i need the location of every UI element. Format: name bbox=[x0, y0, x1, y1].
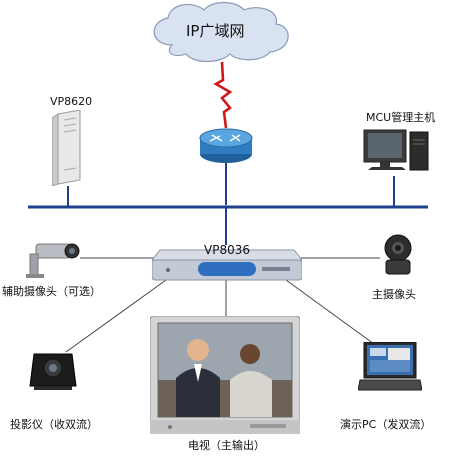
projector-label: 投影仪（收双流） bbox=[10, 418, 98, 431]
server-label: VP8620 bbox=[50, 95, 93, 108]
wan-link bbox=[213, 61, 233, 129]
mcu-computer-icon bbox=[362, 128, 432, 176]
router-icon bbox=[199, 128, 253, 163]
pc-label: 演示PC（发双流） bbox=[340, 418, 432, 431]
cloud-label: IP广域网 bbox=[186, 22, 245, 40]
main-camera-icon bbox=[380, 232, 416, 276]
mcu-label: MCU管理主机 bbox=[366, 111, 436, 124]
cloud-shape bbox=[153, 1, 289, 63]
aux-camera-label: 辅助摄像头（可选） bbox=[2, 285, 101, 298]
vp8036-terminal-icon bbox=[150, 240, 304, 282]
projector-icon bbox=[28, 350, 78, 394]
aux-camera-icon bbox=[26, 236, 80, 280]
tv-label: 电视（主输出） bbox=[188, 439, 265, 452]
main-camera-label: 主摄像头 bbox=[372, 288, 416, 301]
server-tower-icon bbox=[51, 109, 84, 187]
tv-icon bbox=[149, 315, 301, 435]
laptop-icon bbox=[357, 341, 423, 396]
terminal-label: VP8036 bbox=[204, 243, 250, 257]
